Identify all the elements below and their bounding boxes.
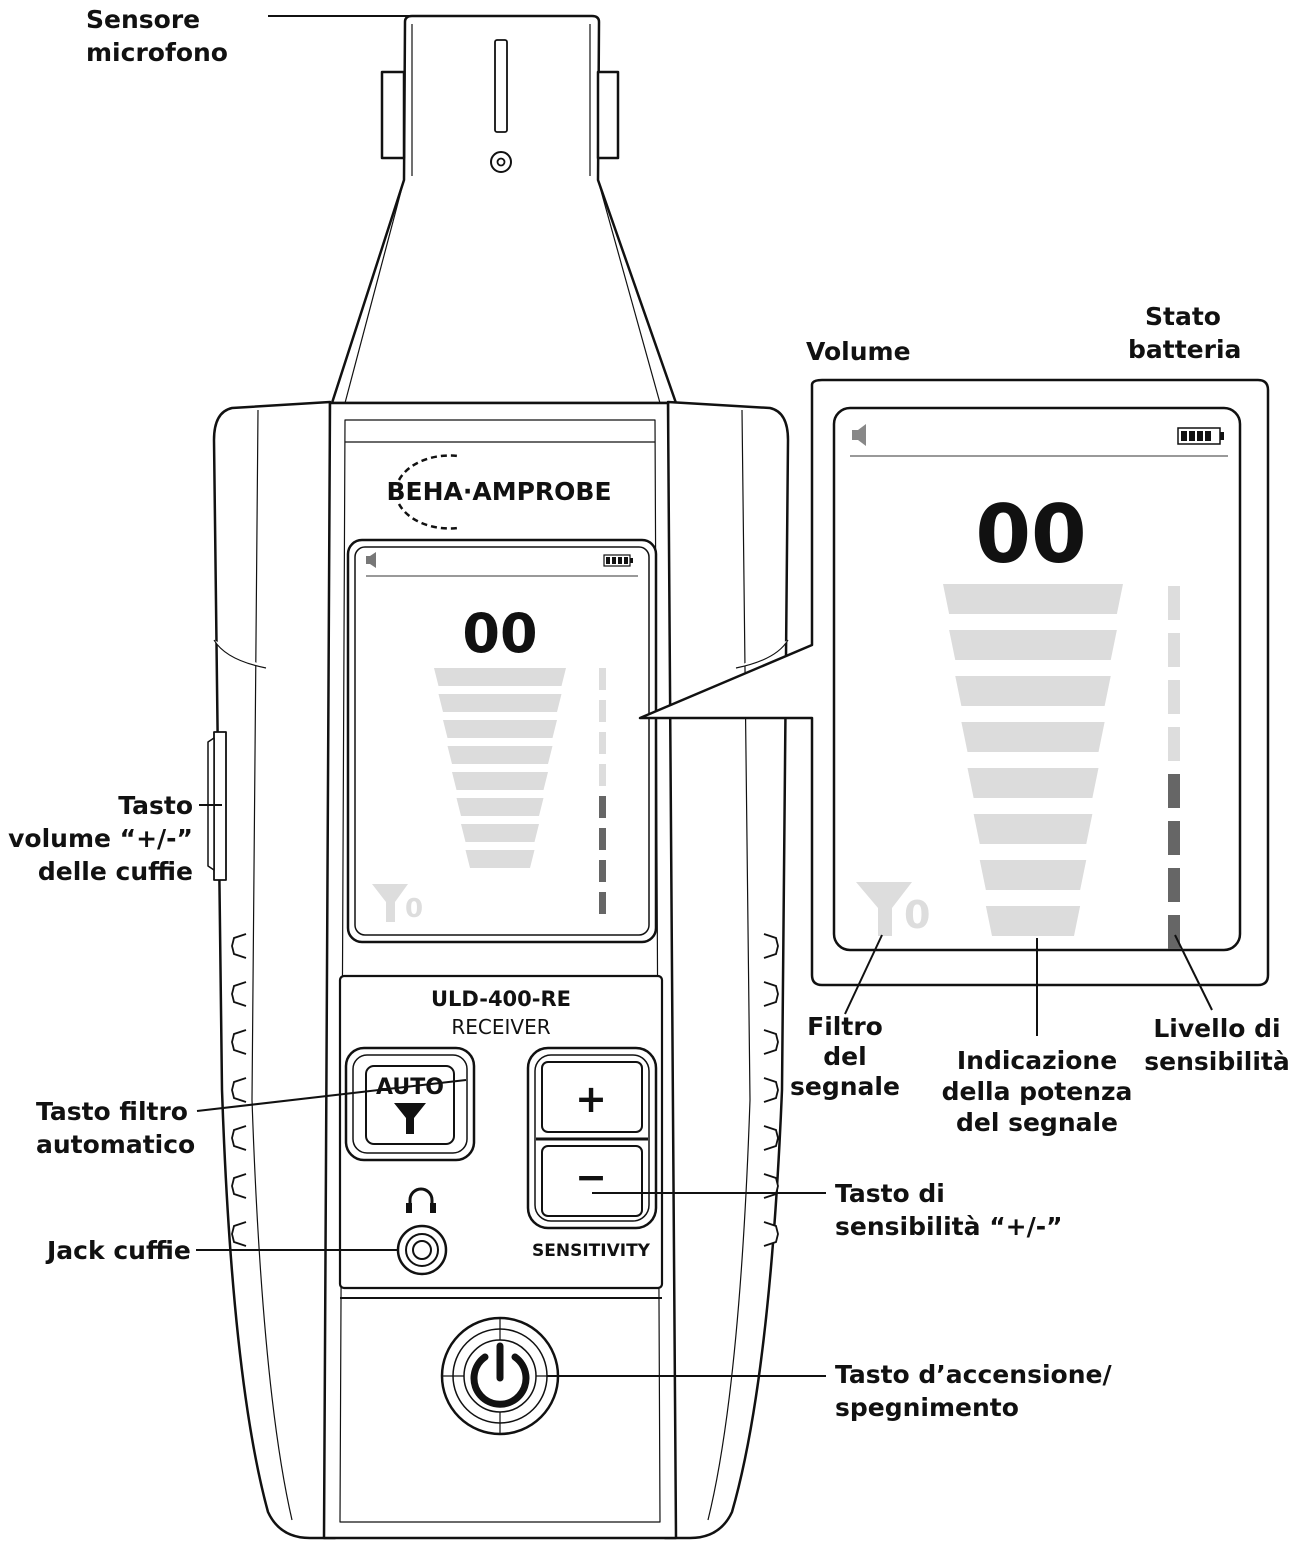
battery-icon — [603, 554, 633, 567]
grip-bump — [231, 1173, 247, 1199]
grip-bump — [763, 1173, 779, 1199]
signal-bar — [443, 720, 557, 738]
zoom-display-reading: 00 — [975, 488, 1086, 581]
model-name: ULD-400-RE — [431, 987, 571, 1011]
label-headphone-jack: Jack cuffie — [47, 1236, 191, 1265]
display-reading: 00 — [462, 602, 537, 665]
signal-bar — [447, 746, 553, 764]
filter-value: 0 — [405, 894, 423, 924]
sensitivity-segment — [1168, 586, 1180, 620]
grip-bump — [763, 1221, 779, 1247]
minus-label: − — [575, 1155, 607, 1199]
sensitivity-segment — [1168, 868, 1180, 902]
label-volume: Volume — [806, 337, 911, 366]
sensitivity-button[interactable]: + − SENSITIVITY — [526, 1046, 658, 1261]
signal-bar — [452, 772, 548, 790]
signal-bar — [979, 860, 1087, 890]
grip-bump — [763, 1077, 779, 1103]
grip-bump — [231, 981, 247, 1007]
headphone-icon — [408, 1187, 434, 1212]
sensitivity-segment — [1168, 727, 1180, 761]
signal-bar — [949, 630, 1117, 660]
sensitivity-segment — [599, 892, 606, 914]
headphone-jack[interactable] — [396, 1187, 448, 1276]
auto-filter-button[interactable]: AUTO — [344, 1046, 476, 1162]
signal-bar — [456, 798, 544, 816]
sensor-head — [330, 14, 678, 405]
zoom-filter-value: 0 — [904, 893, 930, 937]
model-subtitle: RECEIVER — [451, 1015, 550, 1039]
plus-label: + — [575, 1077, 607, 1121]
grip-bump — [763, 1125, 779, 1151]
auto-label: AUTO — [376, 1075, 444, 1100]
sensitivity-segment — [1168, 680, 1180, 714]
grip-bump — [763, 933, 779, 959]
signal-bar — [438, 694, 562, 712]
grip-bump — [231, 1125, 247, 1151]
grip-bump — [231, 1029, 247, 1055]
sensitivity-segment — [1168, 915, 1180, 949]
signal-bar — [961, 722, 1105, 752]
signal-bar — [985, 906, 1081, 936]
sensitivity-level-bars — [599, 668, 606, 914]
label-power-button: Tasto d’accensione/spegnimento — [835, 1360, 1112, 1422]
sensitivity-segment — [1168, 774, 1180, 808]
signal-bar — [955, 676, 1111, 706]
signal-strength-bars — [434, 668, 566, 868]
sensitivity-segment — [599, 764, 606, 786]
leader-lines — [196, 15, 1213, 1377]
sensitivity-segment — [1168, 821, 1180, 855]
grip-bump — [231, 933, 247, 959]
zoom-signal-strength-bars — [943, 584, 1123, 936]
zoom-battery-icon — [1177, 427, 1224, 445]
signal-bar — [973, 814, 1093, 844]
power-button[interactable] — [340, 1297, 662, 1436]
zoom-callout: 00 0 — [638, 378, 1270, 987]
sensitivity-label: SENSITIVITY — [532, 1241, 651, 1261]
signal-bar — [465, 850, 535, 868]
signal-bar — [461, 824, 539, 842]
zoom-filter-icon: 0 — [856, 882, 930, 937]
sensitivity-segment — [599, 796, 606, 818]
power-icon — [470, 1353, 530, 1408]
grip-bump — [763, 981, 779, 1007]
signal-bar — [434, 668, 566, 686]
zoom-speaker-icon — [852, 424, 866, 446]
grip-bump — [231, 1077, 247, 1103]
sensitivity-segment — [599, 700, 606, 722]
grip-bump — [231, 1221, 247, 1247]
filter-funnel-icon — [394, 1103, 426, 1134]
signal-bar — [967, 768, 1099, 798]
device-screen: 00 0 — [346, 538, 658, 944]
sensitivity-segment — [599, 828, 606, 850]
sensitivity-segment — [599, 668, 606, 690]
signal-bar — [943, 584, 1123, 614]
brand-name: BEHA·AMPROBE — [386, 477, 611, 506]
speaker-icon — [366, 552, 376, 568]
sensitivity-segment — [1168, 633, 1180, 667]
sensitivity-segment — [599, 732, 606, 754]
sensitivity-segment — [599, 860, 606, 882]
grip-bump — [763, 1029, 779, 1055]
brand-logo: BEHA·AMPROBE — [386, 454, 612, 530]
side-grips — [231, 933, 779, 1247]
filter-icon: 0 — [372, 884, 423, 924]
